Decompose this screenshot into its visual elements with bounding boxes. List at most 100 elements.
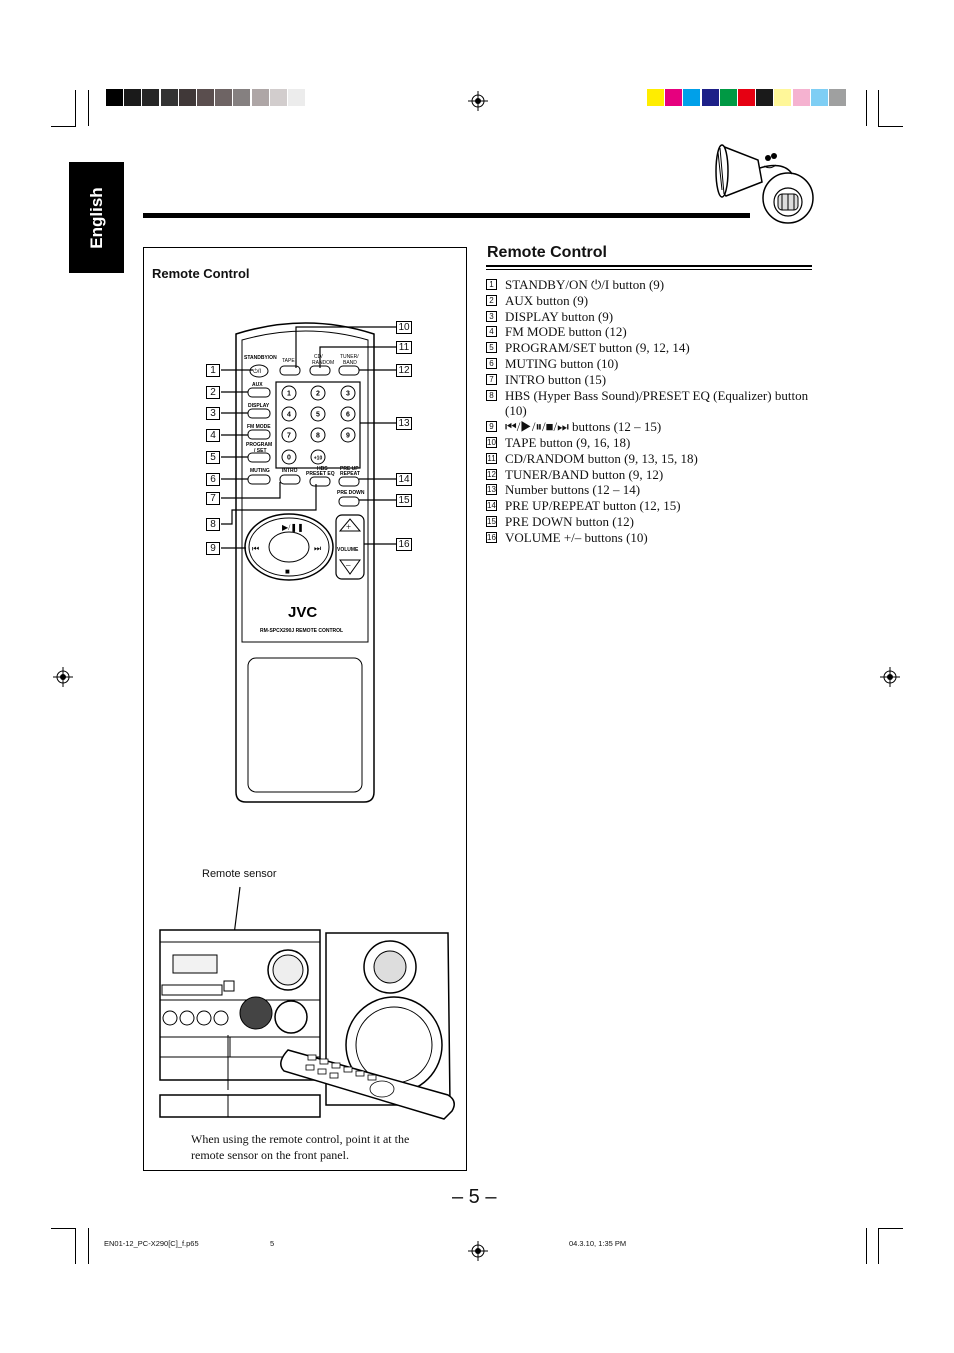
item-number: 10 <box>486 436 497 448</box>
pre-down-label: PRE DOWN <box>337 490 365 496</box>
number-button-1[interactable]: 1 <box>281 385 297 401</box>
item-number: 16 <box>486 531 497 543</box>
footer-timestamp: 04.3.10, 1:35 PM <box>569 1239 627 1248</box>
figure-frame <box>143 247 467 1171</box>
remote-control-illustration: STANDBY/ON TAPE CD/ RANDOM TUNER/ BAND ⏻… <box>235 322 375 803</box>
number-button-8[interactable]: 8 <box>310 427 326 443</box>
item-text: INTRO button (15) <box>505 371 607 387</box>
fm-mode-label: FM MODE <box>247 424 271 430</box>
color-swatch <box>810 89 828 106</box>
header-rule <box>143 213 750 218</box>
callout-14: 14 <box>396 473 412 486</box>
callout-leaders <box>221 326 396 549</box>
registration-mark <box>880 667 900 687</box>
number-button-+10[interactable]: +10 <box>310 449 326 465</box>
figure-caption: When using the remote control, point it … <box>191 1132 410 1162</box>
number-button-label: 7 <box>287 433 291 440</box>
play-pause-icon: ▶/❚❚ <box>282 523 304 532</box>
item-number: 15 <box>486 515 497 527</box>
muting-label: MUTING <box>250 468 270 474</box>
color-swatch <box>215 89 233 106</box>
crop-mark <box>88 1228 89 1264</box>
volume-down-icon: – <box>345 560 351 570</box>
number-button-5[interactable]: 5 <box>310 406 326 422</box>
crop-mark <box>878 126 903 127</box>
item-number: 4 <box>486 326 497 338</box>
band-label: BAND <box>343 360 357 366</box>
color-swatch <box>683 89 701 106</box>
pre-down-button[interactable] <box>338 496 360 507</box>
section-rule <box>486 269 812 270</box>
item-number: 3 <box>486 310 497 322</box>
stereo-system-illustration <box>159 886 455 1120</box>
item-text: ⏮/▶/⏸/■/⏭ buttons (12 – 15) <box>505 419 662 435</box>
color-swatch <box>124 89 142 106</box>
number-button-label: 1 <box>287 391 291 398</box>
item-text: AUX button (9) <box>505 292 589 308</box>
color-swatch <box>774 89 792 106</box>
callout-5: 5 <box>206 451 220 464</box>
item-text: PRE UP/REPEAT button (12, 15) <box>505 498 681 514</box>
callout-13: 13 <box>396 417 412 430</box>
item-number: 7 <box>486 373 497 385</box>
list-item: 14 PRE UP/REPEAT button (12, 15) <box>486 498 816 514</box>
number-button-9[interactable]: 9 <box>340 427 356 443</box>
pre-up-repeat-button[interactable] <box>338 476 360 487</box>
tuba-mascot-icon <box>715 144 814 224</box>
callout-7: 7 <box>206 492 220 505</box>
intro-button[interactable] <box>279 474 301 485</box>
tape-button[interactable] <box>279 365 301 376</box>
number-button-2[interactable]: 2 <box>310 385 326 401</box>
item-number: 13 <box>486 484 497 496</box>
hbs-preset-eq-button[interactable] <box>309 476 331 487</box>
list-item: 9⏮/▶/⏸/■/⏭ buttons (12 – 15) <box>486 419 816 435</box>
item-number: 14 <box>486 500 497 512</box>
number-button-label: 0 <box>287 455 291 462</box>
cd-label: CD/ <box>314 354 323 360</box>
number-button-3[interactable]: 3 <box>340 385 356 401</box>
crop-mark <box>51 1228 76 1229</box>
number-button-label: 3 <box>346 391 350 398</box>
crop-mark <box>878 1228 879 1264</box>
item-number: 12 <box>486 468 497 480</box>
registration-mark <box>468 91 488 111</box>
color-swatch <box>701 89 719 106</box>
number-button-4[interactable]: 4 <box>281 406 297 422</box>
number-button-7[interactable]: 7 <box>281 427 297 443</box>
item-number: 6 <box>486 357 497 369</box>
previous-icon: ⏮ <box>252 544 259 553</box>
number-button-label: 2 <box>316 391 320 398</box>
item-text: DISPLAY button (9) <box>505 308 614 324</box>
preset-eq-label: PRESET EQ <box>306 471 335 477</box>
standby-symbol: ⏻/I <box>253 368 261 375</box>
item-text: VOLUME +/– buttons (10) <box>505 529 648 545</box>
volume-label: VOLUME <box>337 547 359 553</box>
callout-10: 10 <box>396 321 412 334</box>
list-item: 7 INTRO button (15) <box>486 372 816 388</box>
number-button-6[interactable]: 6 <box>340 406 356 422</box>
stop-icon: ■ <box>285 567 290 576</box>
callout-11: 11 <box>396 341 412 354</box>
number-button-label: 9 <box>346 433 350 440</box>
number-button-label: 6 <box>346 412 350 419</box>
model-label: RM-SPCX290J REMOTE CONTROL <box>260 628 343 634</box>
language-tab-label: English <box>86 186 106 249</box>
callout-15: 15 <box>396 494 412 507</box>
color-swatch <box>829 89 846 106</box>
crop-mark <box>75 90 76 126</box>
footer-page: 5 <box>270 1239 275 1248</box>
list-item: 3 DISPLAY button (9) <box>486 309 816 325</box>
number-button-label: 5 <box>316 412 320 419</box>
aux-label: AUX <box>252 382 263 388</box>
number-button-0[interactable]: 0 <box>281 449 297 465</box>
callout-1: 1 <box>206 364 220 377</box>
figure-title: Remote Control <box>152 266 250 281</box>
standby-button[interactable] <box>249 364 269 378</box>
color-swatch <box>756 89 774 106</box>
color-swatch <box>233 89 251 106</box>
item-number: 2 <box>486 294 497 306</box>
